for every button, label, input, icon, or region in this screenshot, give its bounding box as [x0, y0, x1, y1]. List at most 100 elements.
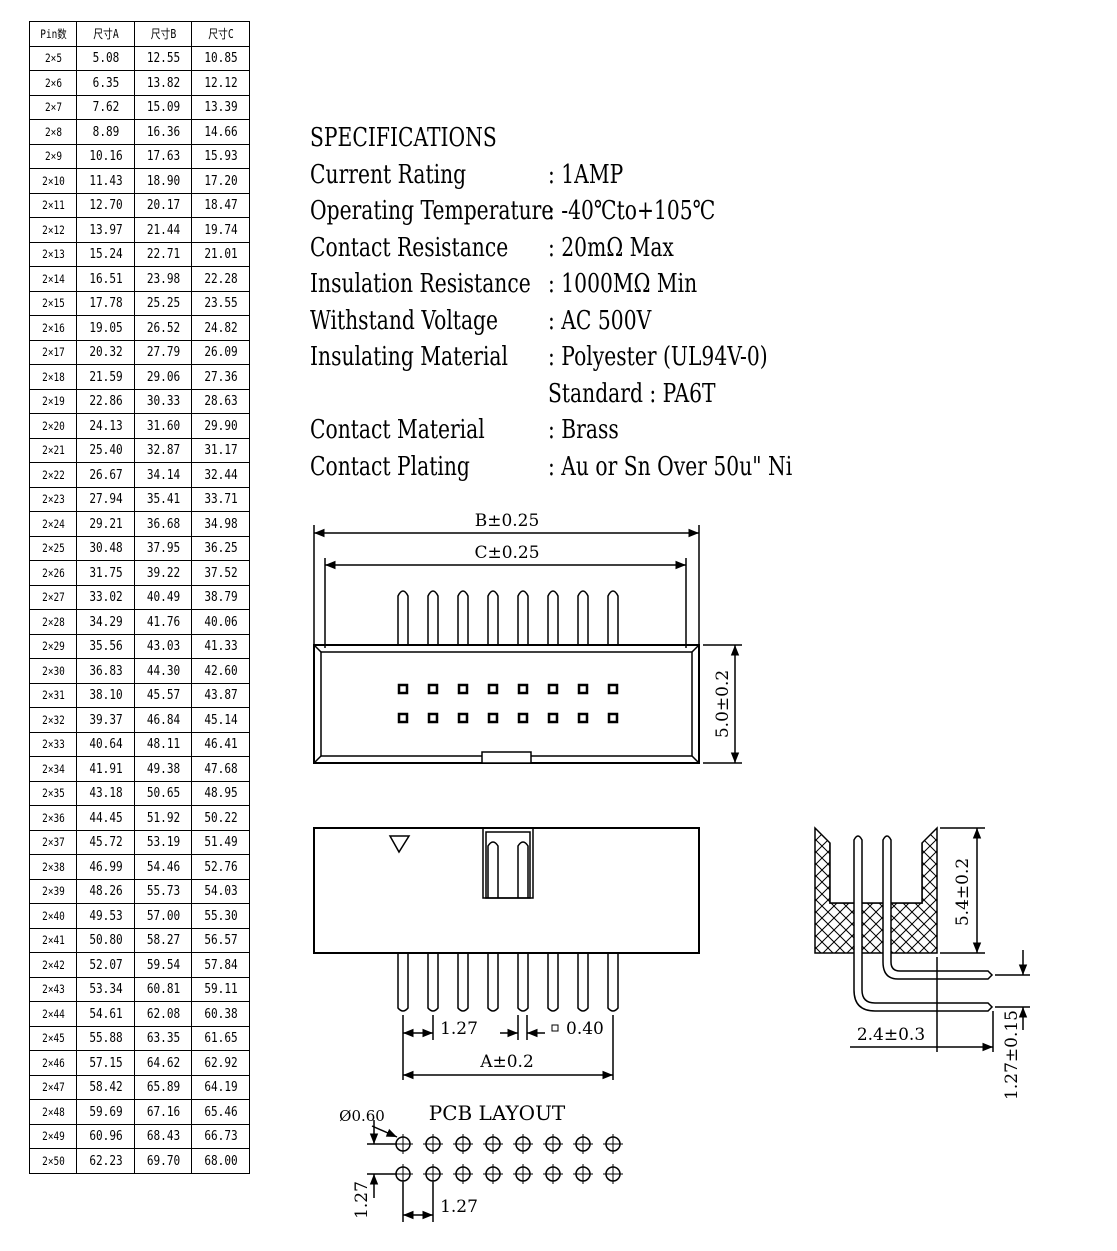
- table-cell: 2×27: [33, 584, 73, 610]
- table-cell: 33.71: [196, 486, 245, 512]
- pin: [397, 590, 409, 645]
- table-cell: 55.88: [81, 1025, 130, 1051]
- spec-withstand-voltage: Withstand Voltage : AC 500V: [310, 303, 830, 340]
- table-cell: 42.60: [196, 658, 245, 684]
- contact-square: [547, 683, 559, 695]
- table-cell: 20.17: [139, 192, 187, 218]
- pin: [397, 953, 409, 1012]
- table-cell: 2×37: [33, 829, 73, 855]
- table-cell: 31.60: [139, 413, 187, 439]
- table-cell: 2×21: [33, 437, 73, 463]
- top-contacts: [397, 683, 619, 724]
- contact-square: [457, 712, 469, 724]
- table-cell: 57.00: [139, 903, 187, 929]
- dim-a-label: A±0.2: [479, 1052, 534, 1072]
- table-cell: 48.26: [81, 878, 130, 904]
- table-cell: 57.15: [81, 1050, 130, 1076]
- spec-label: Current Rating: [310, 159, 467, 190]
- table-cell: 37.52: [196, 560, 245, 586]
- side-view: [814, 826, 1030, 1052]
- table-cell: 38.10: [81, 682, 130, 708]
- table-cell: 23.55: [196, 290, 245, 316]
- table-cell: 2×11: [33, 192, 73, 218]
- dim-pin-width-label: 0.40: [566, 1019, 604, 1039]
- table-cell: 65.46: [196, 1099, 245, 1125]
- contact-square: [397, 712, 409, 724]
- spec-insulating-material: Insulating Material : Polyester (UL94V-0…: [310, 339, 830, 376]
- table-cell: 2×31: [33, 682, 73, 708]
- table-cell: 55.30: [196, 903, 245, 929]
- table-cell: 2×49: [33, 1123, 73, 1149]
- spec-label: Withstand Voltage: [310, 305, 499, 336]
- header-dim-c: 尺寸C: [196, 21, 245, 47]
- contact-square: [607, 712, 619, 724]
- table-cell: 45.57: [139, 682, 187, 708]
- table-cell: 26.09: [196, 339, 245, 365]
- table-cell: 22.71: [139, 241, 187, 267]
- table-cell: 2×10: [33, 168, 73, 194]
- spec-label: Contact Material: [310, 415, 485, 445]
- spec-value: : Polyester (UL94V-0): [548, 342, 768, 372]
- table-cell: 43.03: [139, 633, 187, 659]
- pin: [427, 953, 439, 1012]
- spec-label: Insulating Material: [310, 342, 509, 372]
- header-pin-count: Pin数: [33, 21, 73, 47]
- table-cell: 17.78: [81, 290, 130, 316]
- pin: [517, 953, 529, 1012]
- table-row: 2×31 38.10 45.57 43.87: [30, 682, 250, 708]
- table-cell: 6.35: [81, 70, 130, 96]
- table-cell: 2×26: [33, 560, 73, 586]
- spec-label: Contact Resistance: [310, 232, 509, 263]
- spec-label: Insulation Resistance: [310, 269, 531, 299]
- contact-square: [427, 712, 439, 724]
- spec-contact-plating: Contact Plating : Au or Sn Over 50u" Ni: [310, 449, 830, 486]
- contact-square: [457, 683, 469, 695]
- table-cell: 45.14: [196, 707, 245, 733]
- dim-height-side-label: 5.4±0.2: [953, 858, 973, 926]
- pin: [457, 953, 469, 1012]
- pin: [457, 590, 469, 645]
- spec-value: : Au or Sn Over 50u" Ni: [548, 451, 793, 482]
- table-cell: 2×35: [33, 780, 73, 806]
- pin1-marker-icon: [388, 835, 411, 854]
- header-dim-a: 尺寸A: [81, 21, 130, 47]
- table-cell: 18.90: [139, 168, 187, 194]
- table-cell: 56.57: [196, 927, 245, 953]
- contact-square: [487, 712, 499, 724]
- table-cell: 30.48: [81, 535, 130, 561]
- specifications-block: SPECIFICATIONS Current Rating : 1AMP Ope…: [310, 120, 830, 485]
- table-cell: 15.93: [196, 143, 245, 169]
- table-cell: 50.22: [196, 805, 245, 831]
- table-cell: 2×50: [33, 1148, 73, 1174]
- table-cell: 60.38: [196, 1001, 245, 1027]
- pcb-holes: [393, 1134, 623, 1184]
- table-cell: 25.40: [81, 437, 130, 463]
- dim-hole-diameter-label: Ø0.60: [339, 1107, 385, 1125]
- table-cell: 62.08: [139, 1001, 187, 1027]
- table-cell: 65.89: [139, 1074, 187, 1100]
- table-header-row: Pin数 尺寸A 尺寸B 尺寸C: [30, 21, 250, 47]
- table-cell: 34.29: [81, 609, 130, 635]
- dim-pcb-pitch-h-label: 1.27: [440, 1197, 478, 1217]
- table-cell: 2×40: [33, 903, 73, 929]
- table-cell: 2×20: [33, 413, 73, 439]
- table-cell: 43.87: [196, 682, 245, 708]
- table-cell: 27.79: [139, 339, 187, 365]
- spec-value: : 1AMP: [548, 159, 624, 190]
- contact-square: [517, 712, 529, 724]
- table-cell: 2×41: [33, 927, 73, 953]
- table-cell: 17.20: [196, 168, 245, 194]
- table-cell: 23.98: [139, 266, 187, 292]
- table-cell: 59.11: [196, 976, 245, 1002]
